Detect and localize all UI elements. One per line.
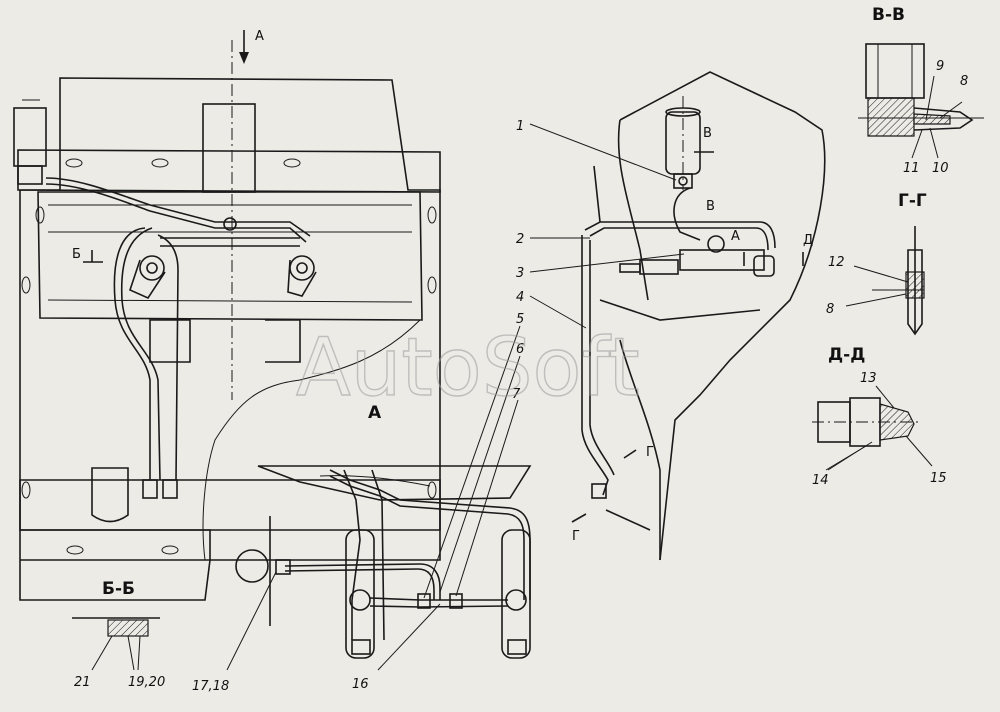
cut-mark-b: Б: [72, 247, 103, 263]
callout-19-20: 19,20: [128, 675, 165, 690]
callout-8b: 8: [826, 302, 834, 317]
view-a-arrow: А: [239, 29, 264, 64]
lower-assembly: [235, 465, 532, 659]
callout-9: 9: [936, 59, 944, 74]
callouts-side: 1 2 3 4 5 6 7: [423, 119, 685, 599]
callout-5: 5: [516, 312, 524, 327]
cut-mark-g2: Г: [572, 529, 580, 544]
cut-mark-v1: В: [703, 126, 712, 141]
section-gg: Г-Г 12 8: [826, 191, 927, 336]
section-bb: Б-Б 21 19,20: [72, 579, 165, 690]
cut-mark-v2: В: [706, 199, 715, 214]
section-dd-title: Д-Д: [828, 345, 865, 365]
callout-6: 6: [516, 342, 524, 357]
callout-11: 11: [903, 161, 920, 176]
section-bb-title: Б-Б: [102, 579, 135, 599]
cut-mark-g1: Г: [646, 445, 654, 460]
leader-17-18: [226, 571, 277, 671]
callout-3: 3: [516, 266, 524, 281]
callout-7: 7: [512, 387, 521, 402]
cut-mark-b-label: Б: [72, 247, 81, 262]
section-vv-title: В-В: [872, 5, 905, 25]
callout-17-18: 17,18: [192, 679, 229, 694]
callout-14: 14: [812, 473, 829, 488]
cut-mark-d: Д: [803, 233, 813, 248]
view-a-title: А: [368, 403, 382, 423]
callout-2: 2: [516, 232, 524, 247]
callout-21: 21: [74, 675, 91, 690]
callout-12: 12: [828, 255, 845, 270]
section-vv: В-В 9 8 11 10: [858, 5, 984, 176]
view-a-arrow-label: А: [255, 29, 264, 44]
section-dd: Д-Д 13 14 15: [812, 345, 947, 488]
callout-15: 15: [930, 471, 947, 486]
watermark-text: AutoSoft: [296, 321, 640, 414]
view-a-frame: [13, 40, 441, 601]
callout-13: 13: [860, 371, 877, 386]
callout-8a: 8: [960, 74, 968, 89]
callout-1: 1: [516, 119, 524, 134]
leader-16: [377, 603, 441, 671]
callout-16: 16: [352, 677, 369, 692]
callout-4: 4: [516, 290, 524, 305]
callout-10: 10: [932, 161, 949, 176]
side-view: [581, 71, 826, 561]
section-gg-title: Г-Г: [898, 191, 927, 211]
cut-mark-a: А: [731, 229, 740, 244]
